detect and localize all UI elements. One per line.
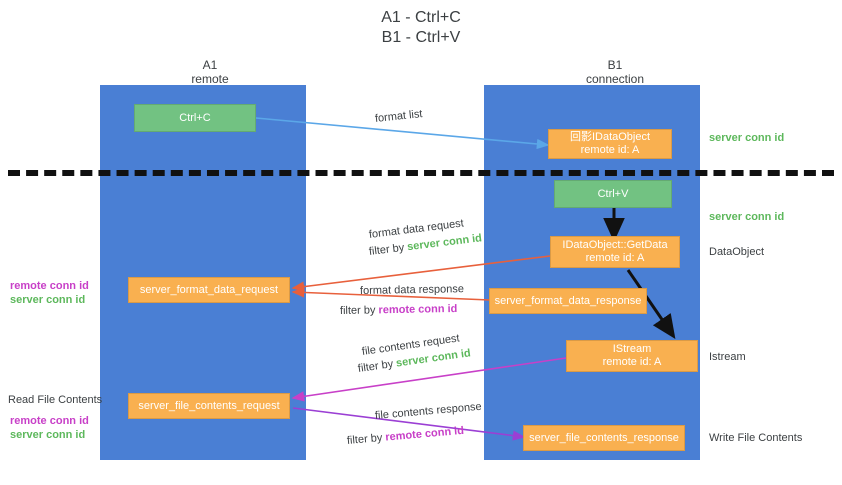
- node-istream-sub: remote id: A: [602, 356, 662, 368]
- edge-label-format-data-response-filter: filter by remote conn id: [340, 302, 458, 318]
- node-server-format-data-request-label: server_format_data_request: [139, 283, 279, 296]
- node-server-format-data-response-label: server_format_data_response: [494, 294, 642, 307]
- node-idataobject-getdata-sub: remote id: A: [585, 252, 645, 264]
- edge-label-file-contents-response-filter-prefix: filter by: [346, 431, 386, 447]
- column-header-a1-name: A1: [202, 58, 218, 72]
- column-header-b1-sub: connection: [585, 72, 645, 86]
- title-line-2: B1 - Ctrl+V: [381, 29, 461, 46]
- phase-divider: [8, 170, 834, 176]
- node-server-file-contents-request[interactable]: server_file_contents_request: [128, 393, 290, 419]
- edge-label-file-contents-response: file contents response: [374, 400, 482, 423]
- right-label-server-conn-id-top: server conn id: [709, 132, 785, 144]
- right-label-write-file-contents: Write File Contents: [709, 432, 803, 444]
- node-server-file-contents-response[interactable]: server_file_contents_response: [523, 425, 685, 451]
- edge-label-file-contents-request-filter-prefix: filter by: [357, 357, 397, 375]
- node-server-format-data-response[interactable]: server_format_data_response: [489, 288, 647, 314]
- left-label-server-conn-id-1: server conn id: [10, 294, 86, 306]
- right-label-istream: Istream: [709, 351, 746, 363]
- edge-label-format-data-response-text: format data response: [359, 283, 465, 297]
- node-server-file-contents-request-label: server_file_contents_request: [138, 399, 280, 412]
- edge-label-format-list-text: format list: [374, 108, 424, 125]
- right-label-dataobject: DataObject: [709, 246, 765, 258]
- node-ctrl-c[interactable]: Ctrl+C: [134, 104, 256, 132]
- node-server-format-data-request[interactable]: server_format_data_request: [128, 277, 290, 303]
- node-istream[interactable]: IStream remote id: A: [566, 340, 698, 372]
- edge-label-format-data-response: format data response: [360, 282, 464, 298]
- node-idataobject-sub: remote id: A: [580, 144, 640, 156]
- edge-label-format-list: format list: [374, 107, 423, 126]
- node-ctrl-c-label: Ctrl+C: [179, 111, 211, 124]
- edge-label-format-data-response-filter-prefix: filter by: [339, 304, 379, 317]
- edge-label-file-contents-response-text: file contents response: [374, 400, 483, 422]
- column-header-a1-sub: remote: [191, 72, 229, 86]
- node-idataobject-getdata[interactable]: IDataObject::GetData remote id: A: [550, 236, 680, 268]
- left-label-read-file-contents: Read File Contents: [8, 394, 103, 406]
- left-label-remote-conn-id-2: remote conn id: [10, 415, 89, 427]
- node-ctrl-v[interactable]: Ctrl+V: [554, 180, 672, 208]
- node-idataobject-label: 回影IDataObject: [569, 131, 651, 143]
- node-idataobject-getdata-label: IDataObject::GetData: [562, 239, 668, 251]
- edge-label-file-contents-response-filter-key: remote conn id: [384, 424, 465, 444]
- left-label-server-conn-id-2: server conn id: [10, 429, 86, 441]
- node-ctrl-v-label: Ctrl+V: [597, 187, 629, 200]
- node-server-file-contents-response-label: server_file_contents_response: [529, 431, 679, 444]
- column-header-b1-name: B1: [607, 58, 623, 72]
- node-idataobject[interactable]: 回影IDataObject remote id: A: [548, 129, 672, 159]
- edge-label-format-data-response-filter-key: remote conn id: [378, 302, 458, 317]
- title-line-1: A1 - Ctrl+C: [381, 9, 461, 26]
- column-header-b1: B1 connection: [530, 58, 700, 86]
- left-label-remote-conn-id-1: remote conn id: [10, 280, 89, 292]
- diagram-title: A1 - Ctrl+C B1 - Ctrl+V: [0, 8, 842, 48]
- edge-label-file-contents-response-filter: filter by remote conn id: [346, 424, 464, 448]
- node-istream-label: IStream: [612, 343, 652, 355]
- edge-label-format-data-request-filter-prefix: filter by: [368, 241, 408, 258]
- column-header-a1: A1 remote: [130, 58, 290, 86]
- right-label-server-conn-id-mid: server conn id: [709, 211, 785, 223]
